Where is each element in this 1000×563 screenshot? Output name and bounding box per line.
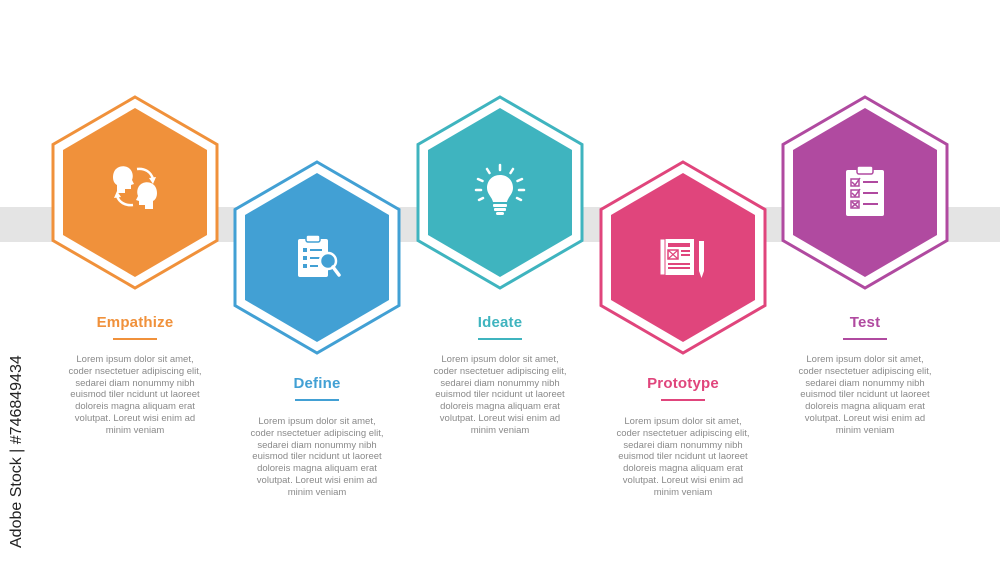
stock-id-label: Adobe Stock | #746849434 — [8, 355, 25, 548]
title-underline — [113, 338, 157, 340]
lightbulb-icon — [470, 161, 530, 221]
title-underline — [295, 399, 339, 401]
step-description: Lorem ipsum dolor sit amet, coder nsecte… — [616, 416, 750, 498]
step-title: Prototype — [647, 375, 719, 392]
step-title: Ideate — [477, 314, 523, 331]
step-title: Test — [849, 314, 881, 331]
step-prototype: Prototype Lorem ipsum dolor sit amet, co… — [583, 160, 783, 500]
step-description: Lorem ipsum dolor sit amet, coder nsecte… — [68, 354, 202, 436]
hexagon-badge — [50, 95, 220, 290]
title-underline — [843, 338, 887, 340]
blueprint-pencil-icon — [653, 228, 713, 288]
title-underline — [478, 338, 522, 340]
people-exchange-icon — [105, 157, 165, 217]
title-underline — [661, 399, 705, 401]
step-description: Lorem ipsum dolor sit amet, coder nsecte… — [250, 416, 384, 498]
clipboard-search-icon — [287, 228, 347, 288]
step-description: Lorem ipsum dolor sit amet, coder nsecte… — [798, 354, 932, 436]
step-test: Test Lorem ipsum dolor sit amet, coder n… — [765, 95, 965, 436]
step-description: Lorem ipsum dolor sit amet, coder nsecte… — [433, 354, 567, 436]
step-title: Define — [293, 375, 341, 392]
step-ideate: Ideate Lorem ipsum dolor sit amet, coder… — [400, 95, 600, 436]
step-define: Define Lorem ipsum dolor sit amet, coder… — [217, 160, 417, 500]
step-empathize: Empathize Lorem ipsum dolor sit amet, co… — [35, 95, 235, 436]
checklist-icon — [835, 161, 895, 221]
step-title: Empathize — [96, 314, 174, 331]
